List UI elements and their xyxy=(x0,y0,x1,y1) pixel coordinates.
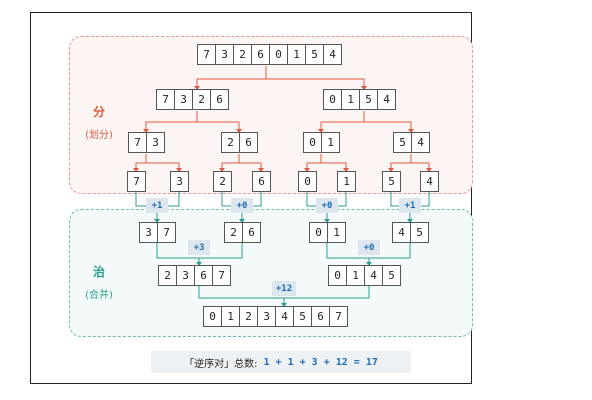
summary-expression: 1 + 1 + 3 + 12 = 17 xyxy=(263,356,378,368)
array-cell: 7 xyxy=(157,222,176,243)
inversion-badge-final: +12 xyxy=(272,281,296,296)
inversion-badge-d: +1 xyxy=(399,198,421,213)
array-cell: 6 xyxy=(242,222,261,243)
array-cell: 1 xyxy=(327,222,346,243)
array-cell: 5 xyxy=(382,265,401,286)
array-cell: 2 xyxy=(192,89,211,110)
array-cell: 0 xyxy=(269,44,288,65)
array-cell: 0 xyxy=(309,222,328,243)
array-cell: 5 xyxy=(359,89,378,110)
array-cell: 4 xyxy=(411,132,430,153)
array-cell: 0 xyxy=(203,306,222,327)
array-cell: 6 xyxy=(194,265,213,286)
leaf-3: 6 xyxy=(252,171,271,192)
array-cell: 3 xyxy=(215,44,234,65)
divide-phase-label: 分 (划分) xyxy=(69,103,129,141)
connector-lines xyxy=(133,66,432,307)
array-cell: 1 xyxy=(341,89,360,110)
array-cell: 5 xyxy=(293,306,312,327)
array-cell: 3 xyxy=(257,306,276,327)
array-cell: 4 xyxy=(377,89,396,110)
leaf-1: 3 xyxy=(170,171,189,192)
array-cell: 0 xyxy=(323,89,342,110)
array-cell: 1 xyxy=(346,265,365,286)
array-cell: 1 xyxy=(337,171,356,192)
divide-subtitle: (划分) xyxy=(85,130,113,141)
inversion-total-summary: 「逆序对」总数: 1 + 1 + 3 + 12 = 17 xyxy=(151,351,411,373)
array-cell: 3 xyxy=(174,89,193,110)
array-cell: 4 xyxy=(275,306,294,327)
array-cell: 4 xyxy=(323,44,342,65)
array-cell: 2 xyxy=(158,265,177,286)
array-cell: 0 xyxy=(303,132,322,153)
array-cell: 7 xyxy=(212,265,231,286)
array-cell: 0 xyxy=(298,171,317,192)
inversion-badge-b: +0 xyxy=(231,198,253,213)
inversion-badge-a: +1 xyxy=(146,198,168,213)
array-cell: 5 xyxy=(382,171,401,192)
array-cell: 2 xyxy=(213,171,232,192)
array-cell: 6 xyxy=(239,132,258,153)
array-cell: 0 xyxy=(328,265,347,286)
inversion-badge-merge-right: +0 xyxy=(358,240,380,255)
summary-title: 「逆序对」总数: xyxy=(184,358,258,370)
conquer-subtitle: (合并) xyxy=(85,290,113,301)
leaf-5: 1 xyxy=(337,171,356,192)
array-cell: 3 xyxy=(170,171,189,192)
divide-title: 分 xyxy=(92,105,105,119)
array-cell: 1 xyxy=(221,306,240,327)
inversion-badge-c: +0 xyxy=(316,198,338,213)
array-cell: 1 xyxy=(321,132,340,153)
array-cell: 4 xyxy=(420,171,439,192)
leaf-7: 4 xyxy=(420,171,439,192)
leaf-0: 7 xyxy=(127,171,146,192)
conquer-title: 治 xyxy=(92,265,105,279)
array-cell: 6 xyxy=(251,44,270,65)
array-cell: 4 xyxy=(392,222,411,243)
array-cell: 5 xyxy=(305,44,324,65)
array-cell: 3 xyxy=(139,222,158,243)
conquer-phase-label: 治 (合并) xyxy=(69,263,129,301)
array-cell: 7 xyxy=(197,44,216,65)
array-cell: 2 xyxy=(233,44,252,65)
array-cell: 7 xyxy=(329,306,348,327)
array-cell: 7 xyxy=(156,89,175,110)
array-cell: 4 xyxy=(364,265,383,286)
array-cell: 2 xyxy=(239,306,258,327)
array-cell: 7 xyxy=(127,171,146,192)
array-cell: 5 xyxy=(393,132,412,153)
array-cell: 7 xyxy=(128,132,147,153)
array-cell: 3 xyxy=(176,265,195,286)
array-cell: 5 xyxy=(410,222,429,243)
array-cell: 1 xyxy=(287,44,306,65)
inversion-badge-merge-left: +3 xyxy=(188,240,210,255)
leaf-4: 0 xyxy=(298,171,317,192)
array-cell: 6 xyxy=(252,171,271,192)
array-cell: 3 xyxy=(146,132,165,153)
array-cell: 6 xyxy=(311,306,330,327)
leaf-2: 2 xyxy=(213,171,232,192)
leaf-6: 5 xyxy=(382,171,401,192)
array-cell: 6 xyxy=(210,89,229,110)
array-cell: 2 xyxy=(221,132,240,153)
array-cell: 2 xyxy=(224,222,243,243)
